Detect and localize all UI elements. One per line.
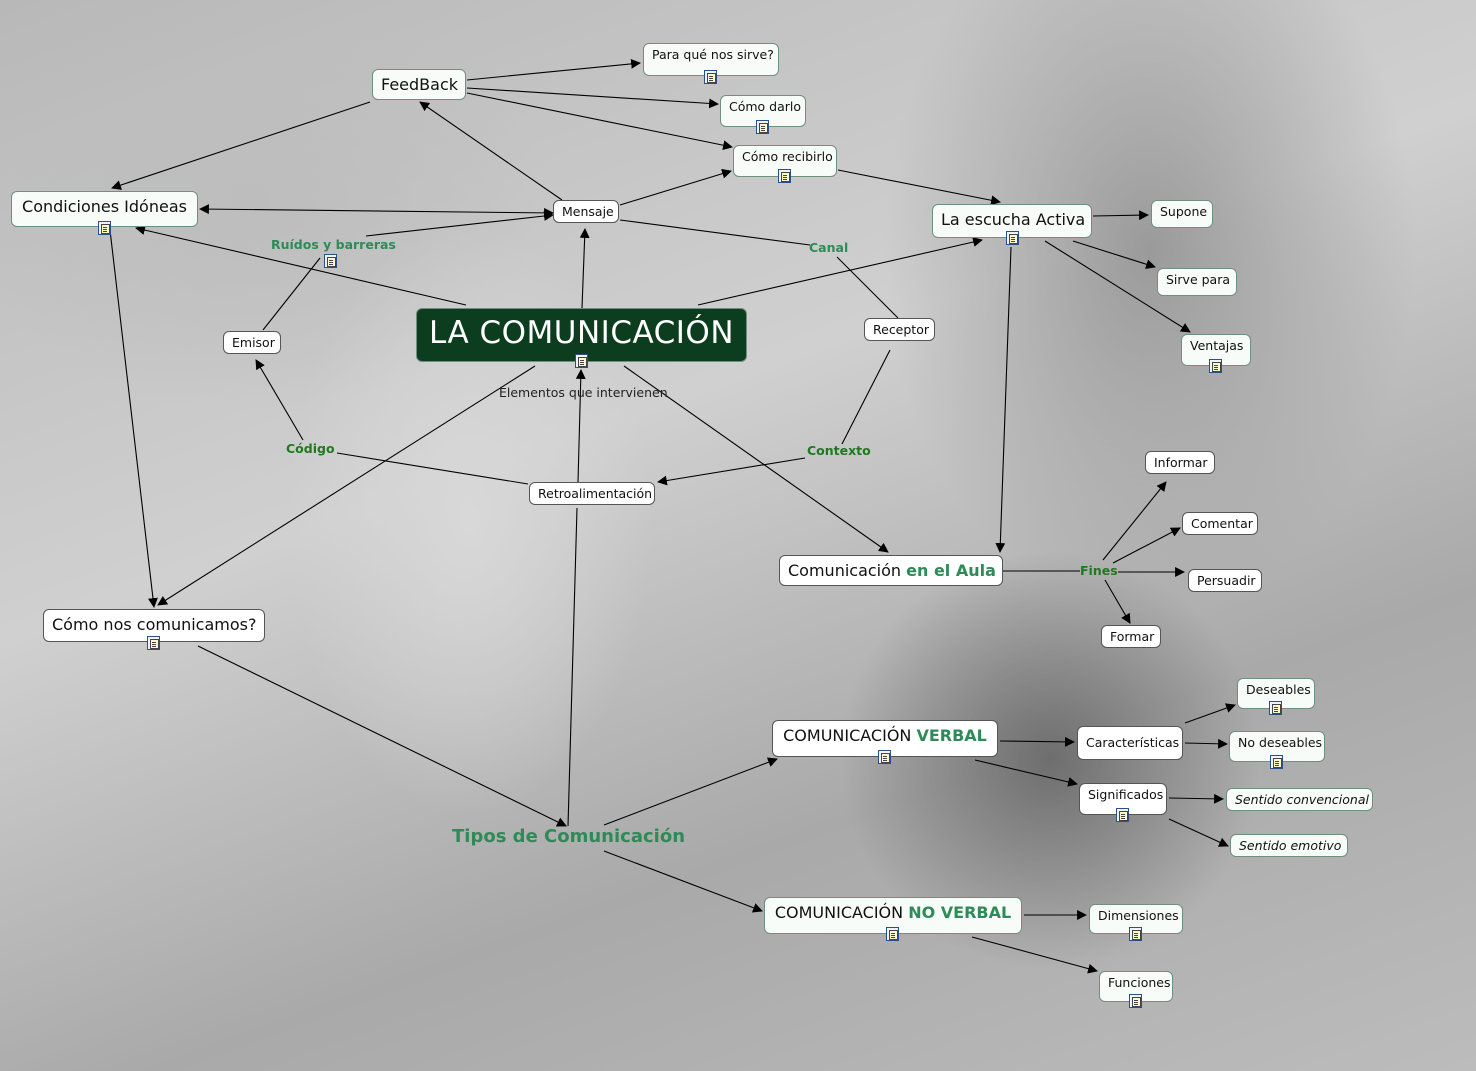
link-mensaje-canal — [619, 219, 811, 246]
verbal-text: COMUNICACIÓN — [783, 726, 917, 745]
label-tipos-comunicacion: Tipos de Comunicación — [452, 826, 686, 847]
node-escucha[interactable]: La escucha Activa — [932, 204, 1092, 238]
document-icon[interactable] — [575, 354, 588, 368]
link-feedback-paraque — [466, 58, 641, 81]
link-codigo-emisor — [255, 359, 304, 441]
link-tipos-noverbal — [603, 850, 763, 913]
node-mensaje[interactable]: Mensaje — [553, 200, 619, 223]
link-caract-deseables — [1184, 703, 1236, 724]
node-significados[interactable]: Significados — [1079, 783, 1167, 815]
link-fines-formar — [1104, 579, 1131, 624]
document-icon[interactable] — [756, 120, 769, 134]
node-caracteristicas[interactable]: Características — [1077, 726, 1183, 760]
link-root-comonos — [157, 365, 536, 606]
link-fines-informar — [1102, 481, 1167, 561]
document-icon[interactable] — [704, 70, 717, 84]
document-icon[interactable] — [1006, 231, 1019, 245]
document-icon[interactable] — [1270, 755, 1283, 769]
node-persuadir[interactable]: Persuadir — [1188, 569, 1262, 592]
link-tipos-verbal — [603, 757, 778, 826]
link-verbal-caract — [999, 736, 1075, 747]
link-retro-tipos — [567, 507, 578, 827]
noverbal-text: COMUNICACIÓN — [774, 903, 909, 922]
link-ruidos-mensaje — [365, 211, 554, 237]
node-sirve-para[interactable]: Sirve para — [1157, 268, 1237, 296]
verbal-highlight: VERBAL — [916, 726, 987, 745]
link-feedback-comorecibirlo — [466, 92, 733, 151]
link-canal-receptor — [836, 256, 899, 319]
node-sentido-convencional[interactable]: Sentido convencional — [1226, 788, 1373, 811]
document-icon[interactable] — [1116, 808, 1129, 822]
document-icon[interactable] — [1129, 927, 1142, 941]
document-icon[interactable] — [886, 927, 899, 941]
node-como-recibirlo[interactable]: Cómo recibirlo — [733, 145, 837, 177]
aula-highlight: en el Aula — [906, 561, 996, 580]
link-escucha-supone — [1092, 210, 1149, 221]
link-escucha-sirve — [1072, 240, 1156, 270]
link-signif-conv — [1168, 793, 1224, 804]
link-feedback-condiciones — [111, 101, 371, 190]
node-para-que[interactable]: Para qué nos sirve? — [643, 43, 779, 76]
document-icon[interactable] — [98, 221, 111, 235]
link-signif-emot — [1168, 818, 1229, 847]
node-ventajas[interactable]: Ventajas — [1181, 334, 1251, 366]
node-informar[interactable]: Informar — [1145, 451, 1215, 474]
document-icon[interactable] — [1129, 994, 1142, 1008]
document-icon[interactable] — [878, 750, 891, 764]
link-feedback-comodarlo — [466, 87, 719, 109]
link-retro-root — [575, 369, 586, 483]
link-noverbal-func — [971, 936, 1098, 974]
node-comunicacion-no-verbal[interactable]: COMUNICACIÓN NO VERBAL — [764, 897, 1022, 934]
link-root-condiciones — [135, 225, 467, 306]
node-comentar[interactable]: Comentar — [1182, 512, 1258, 535]
label-canal: Canal — [809, 240, 849, 255]
document-icon[interactable] — [778, 169, 791, 183]
node-sentido-emotivo[interactable]: Sentido emotivo — [1230, 834, 1348, 857]
document-icon[interactable] — [324, 254, 337, 268]
aula-text: Comunicación — [788, 561, 907, 580]
node-receptor[interactable]: Receptor — [864, 318, 935, 341]
node-la-comunicacion[interactable]: LA COMUNICACIÓN — [416, 308, 747, 362]
link-comonos-tipos — [197, 645, 567, 827]
node-supone[interactable]: Supone — [1151, 200, 1213, 228]
node-formar[interactable]: Formar — [1101, 625, 1161, 648]
link-mensaje-condiciones — [199, 204, 554, 218]
link-escucha-aula — [995, 246, 1012, 553]
link-escucha-ventajas — [1044, 240, 1191, 333]
node-feedback[interactable]: FeedBack — [372, 69, 466, 100]
link-receptor-contexto — [841, 349, 891, 445]
link-mensaje-comorecibirlo — [619, 168, 732, 206]
link-root-mensaje — [579, 228, 590, 309]
link-root-escucha — [697, 237, 983, 306]
link-retro-codigo — [336, 452, 529, 485]
label-contexto: Contexto — [807, 443, 871, 458]
node-retroalimentacion[interactable]: Retroalimentación — [529, 482, 655, 505]
noverbal-highlight: NO VERBAL — [908, 903, 1012, 922]
label-ruidos-barreras: Ruídos y barreras — [271, 237, 396, 252]
link-root-aula — [623, 365, 889, 553]
label-codigo: Código — [286, 441, 335, 456]
document-icon[interactable] — [1269, 701, 1282, 715]
link-verbal-signif — [974, 759, 1078, 787]
label-fines: Fines — [1080, 563, 1118, 578]
label-elementos: Elementos que intervienen — [499, 385, 668, 400]
document-icon[interactable] — [1209, 359, 1222, 373]
node-emisor[interactable]: Emisor — [223, 331, 281, 354]
node-comunicacion-aula[interactable]: Comunicación en el Aula — [779, 555, 1003, 586]
link-comorecibirlo-escucha — [837, 169, 1001, 206]
link-contexto-retro — [657, 457, 806, 486]
link-fines-comentar — [1112, 527, 1181, 564]
link-caract-nodeseables — [1184, 738, 1228, 749]
link-ruidos-emisor — [262, 257, 321, 331]
document-icon[interactable] — [147, 636, 160, 650]
link-condiciones-comonos — [109, 229, 158, 608]
link-mensaje-feedback — [419, 101, 563, 201]
